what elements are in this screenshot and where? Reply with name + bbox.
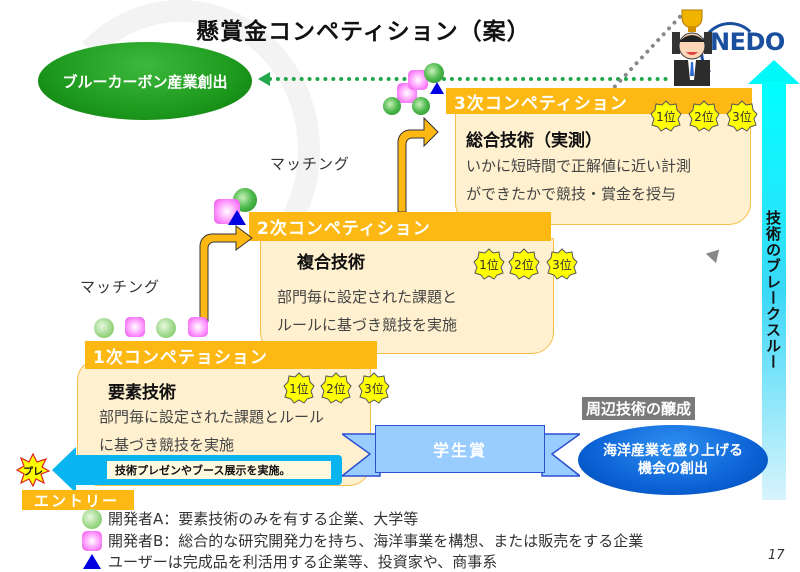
stage-1-heading: 要素技術 [108, 383, 176, 403]
starburst-icon [320, 372, 352, 404]
goal-arrowhead-icon [258, 72, 270, 86]
starburst-icon [726, 100, 758, 132]
legend-item-user: ユーザーは完成品を利活用する企業等、投資家や、商事系 [82, 551, 497, 572]
opportunity-oval: 海洋産業を盛り上げる 機会の創出 [578, 425, 768, 495]
starburst-icon [473, 248, 505, 280]
breakthrough-arrow [762, 82, 786, 500]
starburst-icon [508, 248, 540, 280]
starburst-icon [358, 372, 390, 404]
developer-b-icon [188, 317, 208, 337]
goal-label: ブルーカーボン産業創出 [62, 72, 228, 91]
nedo-logo: NEDO [710, 28, 785, 56]
stage-2-description: 部門毎に設定された課題と ルールに基づき競技を実施 [277, 288, 458, 334]
stage-2-heading: 複合技術 [297, 253, 365, 273]
rank-badge: 3位 [726, 100, 758, 132]
rank-badge: 1位 [283, 372, 315, 404]
rank-badge: 2位 [508, 248, 540, 280]
goal-oval: ブルーカーボン産業創出 [38, 42, 252, 120]
developer-a-icon [412, 97, 430, 115]
rank-badge: 1位 [473, 248, 505, 280]
matching-label-lower: マッチング [80, 278, 161, 296]
rank-badge: 1位 [650, 100, 682, 132]
ribbon-right-tail [541, 433, 580, 477]
starburst-icon [283, 372, 315, 404]
stage-1-description: 部門毎に設定された課題とルール に基づき競技を実施 [99, 408, 325, 454]
student-award-ribbon: 学生賞 [375, 425, 545, 473]
user-icon [430, 82, 444, 94]
breakthrough-label: 技術のブレークスルー [764, 210, 782, 370]
stage-1-title: 1次コンペテョション [93, 347, 268, 368]
rank-badge: 3位 [358, 372, 390, 404]
starburst-icon [16, 453, 50, 487]
developer-a-icon [383, 97, 401, 115]
developer-a-icon [424, 63, 444, 83]
stage-3-title: 3次コンペティション [454, 93, 628, 114]
green-circle-icon [82, 508, 102, 529]
developer-b-icon [125, 317, 145, 337]
stage-3-description: いかに短時間で正解値に近い計測 ができたかで競技・賞金を授与 [466, 157, 692, 203]
legend-item-developer-a: 開発者A：要素技術のみを有する企業、大学等 [82, 508, 418, 529]
rank-badge: 2位 [320, 372, 352, 404]
magenta-square-icon [82, 530, 102, 551]
stage-3-heading: 総合技術（実測） [466, 131, 602, 151]
starburst-icon [546, 248, 578, 280]
stage-2-box [260, 238, 554, 354]
ribbon-left-tail [342, 433, 381, 477]
diagonal-arrowhead-icon [705, 244, 725, 264]
stage-3-box [455, 113, 751, 225]
step-arrow-2-to-3 [397, 116, 439, 212]
starburst-icon [688, 100, 720, 132]
rank-badge: 2位 [688, 100, 720, 132]
developer-b-icon [408, 70, 428, 90]
developer-a-icon [94, 318, 114, 338]
stage-2-banner: 2次コンペティション [249, 212, 551, 241]
entry-label: エントリー [22, 490, 134, 510]
rank-badge: 3位 [546, 248, 578, 280]
legend-item-developer-b: 開発者B：総合的な研究開発力を持ち、海洋事業を構想、または販売をする企業 [82, 530, 643, 551]
page-title: 懸賞金コンペティション（案） [196, 19, 531, 45]
matching-label-upper: マッチング [270, 155, 351, 173]
developer-a-icon [156, 318, 176, 338]
starburst-icon [650, 100, 682, 132]
trophy-person-icon [672, 9, 712, 86]
blue-triangle-icon [83, 554, 101, 569]
student-award-label: 学生賞 [432, 441, 487, 460]
presentation-label: 技術プレゼンやブース展示を実施。 [106, 460, 332, 480]
stage-2-title: 2次コンペティション [257, 219, 431, 239]
pre-badge: プレ [16, 453, 50, 487]
page-number: 17 [768, 548, 785, 563]
step-arrow-1-to-2 [199, 225, 253, 322]
stage-1-banner: 1次コンペテョション [85, 341, 377, 369]
user-icon [228, 210, 246, 225]
goal-dotted-arrow [268, 77, 668, 81]
surrounding-tech-label: 周辺技術の醸成 [582, 397, 696, 420]
